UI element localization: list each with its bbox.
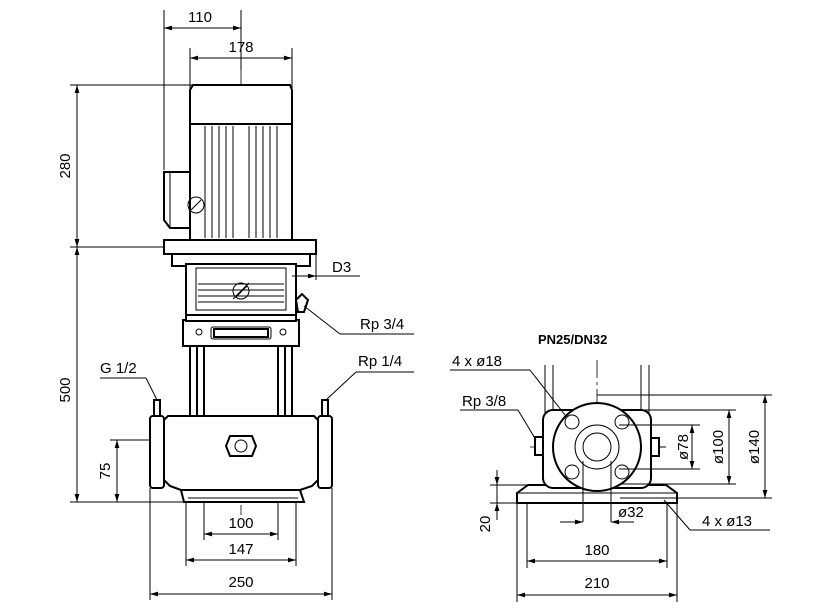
dim-motor-width: 178 (189, 39, 293, 124)
flange-bore (582, 432, 612, 462)
dim-d100-label: ø100 (710, 430, 727, 464)
dim-base-outer: 147 (185, 502, 297, 566)
rp38-label: Rp 3/8 (462, 393, 506, 410)
pump-base (149, 399, 333, 503)
dim-base-width-label: 210 (584, 575, 609, 592)
dim-motor-offset: 110 (163, 9, 242, 170)
d3-label: D3 (332, 259, 351, 276)
bolt-hole-4 (614, 464, 630, 480)
dim-d140: ø140 (597, 394, 772, 499)
dim-base-height: 20 (477, 470, 528, 532)
front-view: 110 178 280 500 75 (57, 9, 414, 600)
side-view-title: PN25/DN32 (538, 332, 607, 347)
dim-base-height-label: 20 (477, 516, 494, 533)
g12-callout: G 1/2 (100, 360, 158, 401)
dim-total-height-label: 500 (57, 377, 74, 402)
dim-motor-width-label: 178 (228, 39, 253, 56)
nameplate (210, 326, 272, 340)
dim-d32: ø32 (560, 461, 644, 525)
flange-outer (552, 402, 642, 492)
motor-stool (171, 253, 311, 317)
dim-motor-height-label: 280 (57, 153, 74, 178)
dim-base-inner-label: 100 (228, 515, 253, 532)
d3-callout: D3 (292, 254, 360, 280)
dim-d32-label: ø32 (618, 504, 644, 521)
dim-d140-label: ø140 (746, 430, 763, 464)
drain-plug-left (153, 399, 161, 417)
holes-base-callout: 4 x ø13 (663, 499, 770, 531)
plug-left (534, 436, 544, 456)
bolt-hole-3 (564, 464, 580, 480)
holes-top-callout: 4 x ø18 (450, 353, 566, 416)
dim-inlet-height: 75 (97, 439, 150, 502)
coupling-guard (195, 267, 287, 311)
dim-base-holes: 180 (526, 503, 668, 568)
dim-d100: ø100 (622, 409, 736, 485)
dim-motor-height: 280 (57, 84, 193, 248)
dim-port-to-port: 250 (149, 488, 333, 600)
pump-head (182, 314, 300, 347)
pump-sleeve (189, 345, 293, 417)
motor-flange (163, 239, 317, 255)
dim-base-outer-label: 147 (228, 541, 253, 558)
motor-cooling-fins (204, 126, 278, 238)
dim-d78-label: ø78 (675, 434, 692, 460)
drain-nut (224, 435, 258, 457)
g12-label: G 1/2 (100, 360, 137, 377)
terminal-box (163, 171, 191, 229)
coupling-icon (232, 282, 250, 300)
plug-right (650, 437, 660, 457)
rp34-label: Rp 3/4 (360, 316, 404, 333)
motor-fan-cover (189, 84, 293, 125)
cable-gland (187, 196, 205, 214)
holes-top-label: 4 x ø18 (452, 353, 502, 370)
dim-base-inner: 100 (203, 502, 279, 540)
dim-base-width: 210 (516, 503, 678, 602)
flange-bore-outer (574, 424, 620, 470)
outlet-flange (317, 415, 333, 489)
vent-valve (294, 292, 310, 313)
dim-motor-offset-label: 110 (188, 9, 212, 26)
motor (163, 84, 317, 255)
rp14-label: Rp 1/4 (358, 353, 402, 370)
side-view: PN25/DN32 4 (450, 332, 772, 602)
dim-port-to-port-label: 250 (228, 574, 253, 591)
motor-housing (189, 123, 293, 241)
dim-inlet-height-label: 75 (97, 463, 114, 480)
bolt-hole-1 (564, 414, 580, 430)
rp14-callout: Rp 1/4 (325, 353, 414, 401)
rp34-callout: Rp 3/4 (303, 305, 414, 335)
dim-d78: ø78 (619, 424, 700, 470)
bolt-hole-2 (614, 414, 630, 430)
holes-base-label: 4 x ø13 (702, 513, 752, 530)
rp38-callout: Rp 3/8 (460, 393, 537, 441)
dim-base-holes-label: 180 (584, 542, 609, 559)
drain-plug-right (321, 399, 329, 417)
inlet-flange (149, 415, 165, 489)
dim-total-height: 500 (57, 247, 184, 503)
